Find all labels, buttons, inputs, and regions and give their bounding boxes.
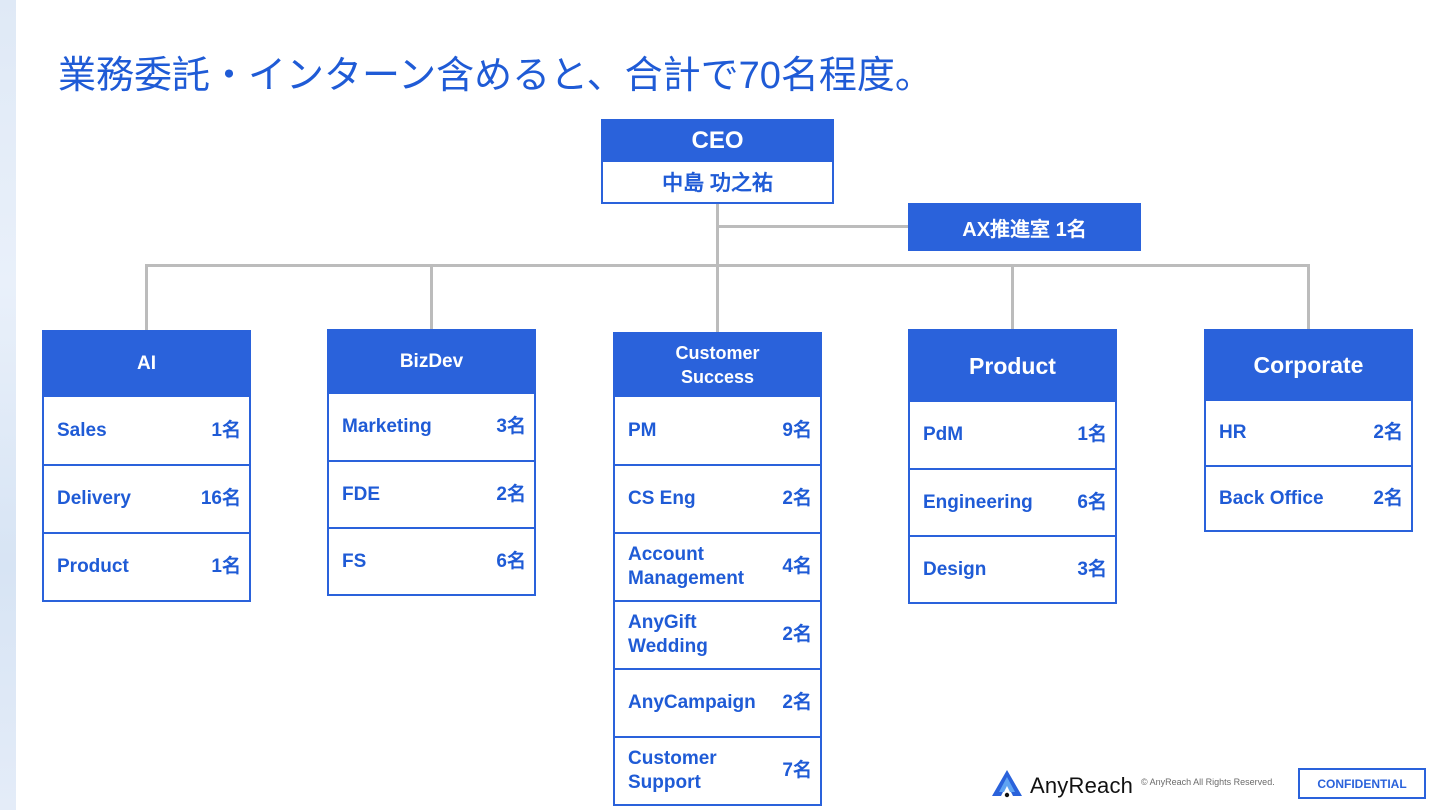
connector-bizdev — [430, 264, 433, 329]
dept-row: CS Eng 2名 — [615, 464, 820, 532]
confidential-badge: CONFIDENTIAL — [1298, 768, 1426, 799]
row-count: 7名 — [782, 760, 812, 781]
dept-row: Engineering 6名 — [910, 468, 1115, 535]
row-count: 6名 — [496, 550, 526, 572]
row-label: Marketing — [342, 416, 432, 437]
dept-customer-success-header: Customer Success — [613, 332, 822, 397]
dept-row: FDE 2名 — [329, 460, 534, 527]
dept-row: Design 3名 — [910, 535, 1115, 602]
row-count: 3名 — [496, 416, 526, 437]
row-label: FS — [342, 550, 367, 572]
row-count: 2名 — [782, 624, 812, 645]
dept-corporate-body: HR 2名 Back Office 2名 — [1204, 401, 1413, 532]
decorative-side-strip — [0, 0, 16, 810]
dept-row: AnyGift Wedding 2名 — [615, 600, 820, 668]
row-count: 1名 — [211, 419, 241, 441]
row-count: 2名 — [1373, 422, 1403, 443]
dept-row: PdM 1名 — [910, 402, 1115, 468]
row-label: Customer Support — [628, 748, 717, 793]
connector-corporate — [1307, 264, 1310, 329]
row-label: AnyCampaign — [628, 692, 756, 713]
dept-row: Marketing 3名 — [329, 394, 534, 460]
row-count: 2名 — [782, 692, 812, 713]
row-count: 2名 — [782, 488, 812, 509]
dept-row: FS 6名 — [329, 527, 534, 594]
row-label: PdM — [923, 424, 964, 445]
row-label: AnyGift Wedding — [628, 612, 708, 657]
dept-product-header: Product — [908, 329, 1117, 402]
row-count: 1名 — [1077, 424, 1107, 445]
dept-row: Customer Support 7名 — [615, 736, 820, 804]
anyreach-brand-name: AnyReach — [1030, 772, 1134, 798]
dept-ai-body: Sales 1名 Delivery 16名 Product 1名 — [42, 397, 251, 602]
dept-row: HR 2名 — [1206, 401, 1411, 465]
dept-bizdev-body: Marketing 3名 FDE 2名 FS 6名 — [327, 394, 536, 596]
dept-row: PM 9名 — [615, 397, 820, 464]
page-title: 業務委託・インターン含めると、合計で70名程度。 — [58, 55, 933, 97]
dept-customer-success-body: PM 9名 CS Eng 2名 Account Management 4名 An… — [613, 397, 822, 806]
ceo-role: CEO — [601, 119, 834, 162]
connector-product — [1011, 264, 1014, 329]
dept-ai: AI Sales 1名 Delivery 16名 Product 1名 — [42, 330, 251, 602]
row-label: Design — [923, 558, 987, 580]
dept-product-body: PdM 1名 Engineering 6名 Design 3名 — [908, 402, 1117, 604]
connector-horizontal — [145, 264, 1310, 267]
row-label: FDE — [342, 483, 380, 505]
row-label: Delivery — [57, 488, 131, 509]
row-label: Product — [57, 556, 129, 577]
row-count: 4名 — [782, 556, 812, 577]
dept-row: AnyCampaign 2名 — [615, 668, 820, 736]
row-label: Engineering — [923, 491, 1033, 513]
dept-ai-header: AI — [42, 330, 251, 397]
row-count: 3名 — [1077, 558, 1107, 580]
connector-ax — [718, 225, 909, 228]
row-label: CS Eng — [628, 488, 696, 509]
row-count: 16名 — [200, 488, 241, 509]
row-count: 2名 — [496, 483, 526, 505]
row-count: 2名 — [1373, 487, 1403, 509]
dept-row: Sales 1名 — [44, 397, 249, 464]
dept-bizdev-header: BizDev — [327, 329, 536, 394]
row-label: HR — [1219, 422, 1247, 443]
copyright-text: © AnyReach All Rights Reserved. — [1141, 777, 1275, 787]
anyreach-logo-icon — [990, 768, 1024, 803]
dept-row: Account Management 4名 — [615, 532, 820, 600]
row-count: 6名 — [1077, 491, 1107, 513]
dept-row: Back Office 2名 — [1206, 465, 1411, 530]
anyreach-logo: AnyReach — [990, 768, 1133, 803]
dept-customer-success: Customer Success PM 9名 CS Eng 2名 Account… — [613, 332, 822, 806]
connector-ai — [145, 264, 148, 330]
row-label: PM — [628, 419, 657, 441]
ceo-name: 中島 功之祐 — [601, 162, 834, 204]
dept-corporate-header: Corporate — [1204, 329, 1413, 401]
row-label: Back Office — [1219, 487, 1324, 509]
dept-corporate: Corporate HR 2名 Back Office 2名 — [1204, 329, 1413, 532]
connector-ceo-down — [716, 204, 719, 332]
ax-office-box: AX推進室 1名 — [908, 203, 1141, 251]
row-label: Account Management — [628, 544, 745, 589]
row-count: 9名 — [782, 419, 812, 441]
dept-row: Product 1名 — [44, 532, 249, 600]
dept-row: Delivery 16名 — [44, 464, 249, 532]
dept-product: Product PdM 1名 Engineering 6名 Design 3名 — [908, 329, 1117, 604]
dept-bizdev: BizDev Marketing 3名 FDE 2名 FS 6名 — [327, 329, 536, 596]
row-count: 1名 — [211, 556, 241, 577]
row-label: Sales — [57, 419, 107, 441]
